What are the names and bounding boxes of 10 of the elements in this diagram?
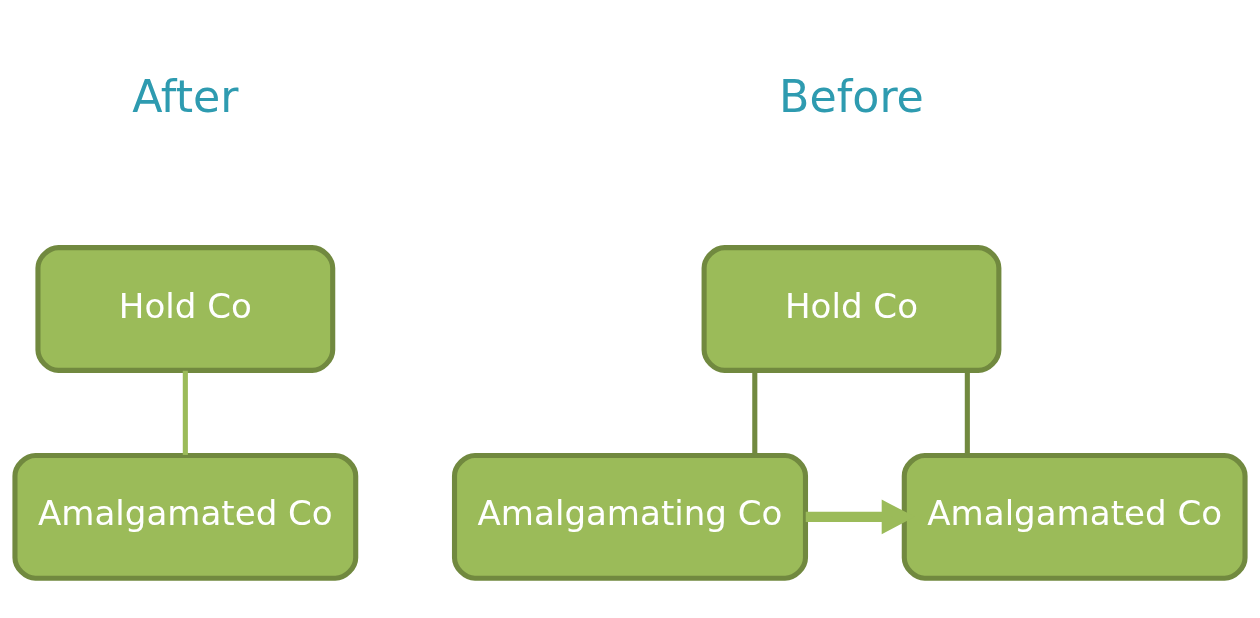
node-box: Hold Co — [35, 245, 336, 373]
connector — [752, 370, 758, 455]
connector — [182, 370, 188, 455]
node-box: Hold Co — [701, 245, 1002, 373]
label: After — [132, 70, 239, 122]
node-box: Amalgamating Co — [451, 452, 809, 581]
node-box: Amalgamated Co — [901, 452, 1248, 581]
label: Before — [779, 70, 924, 122]
connector — [964, 370, 970, 455]
node-box: Amalgamated Co — [12, 452, 359, 581]
